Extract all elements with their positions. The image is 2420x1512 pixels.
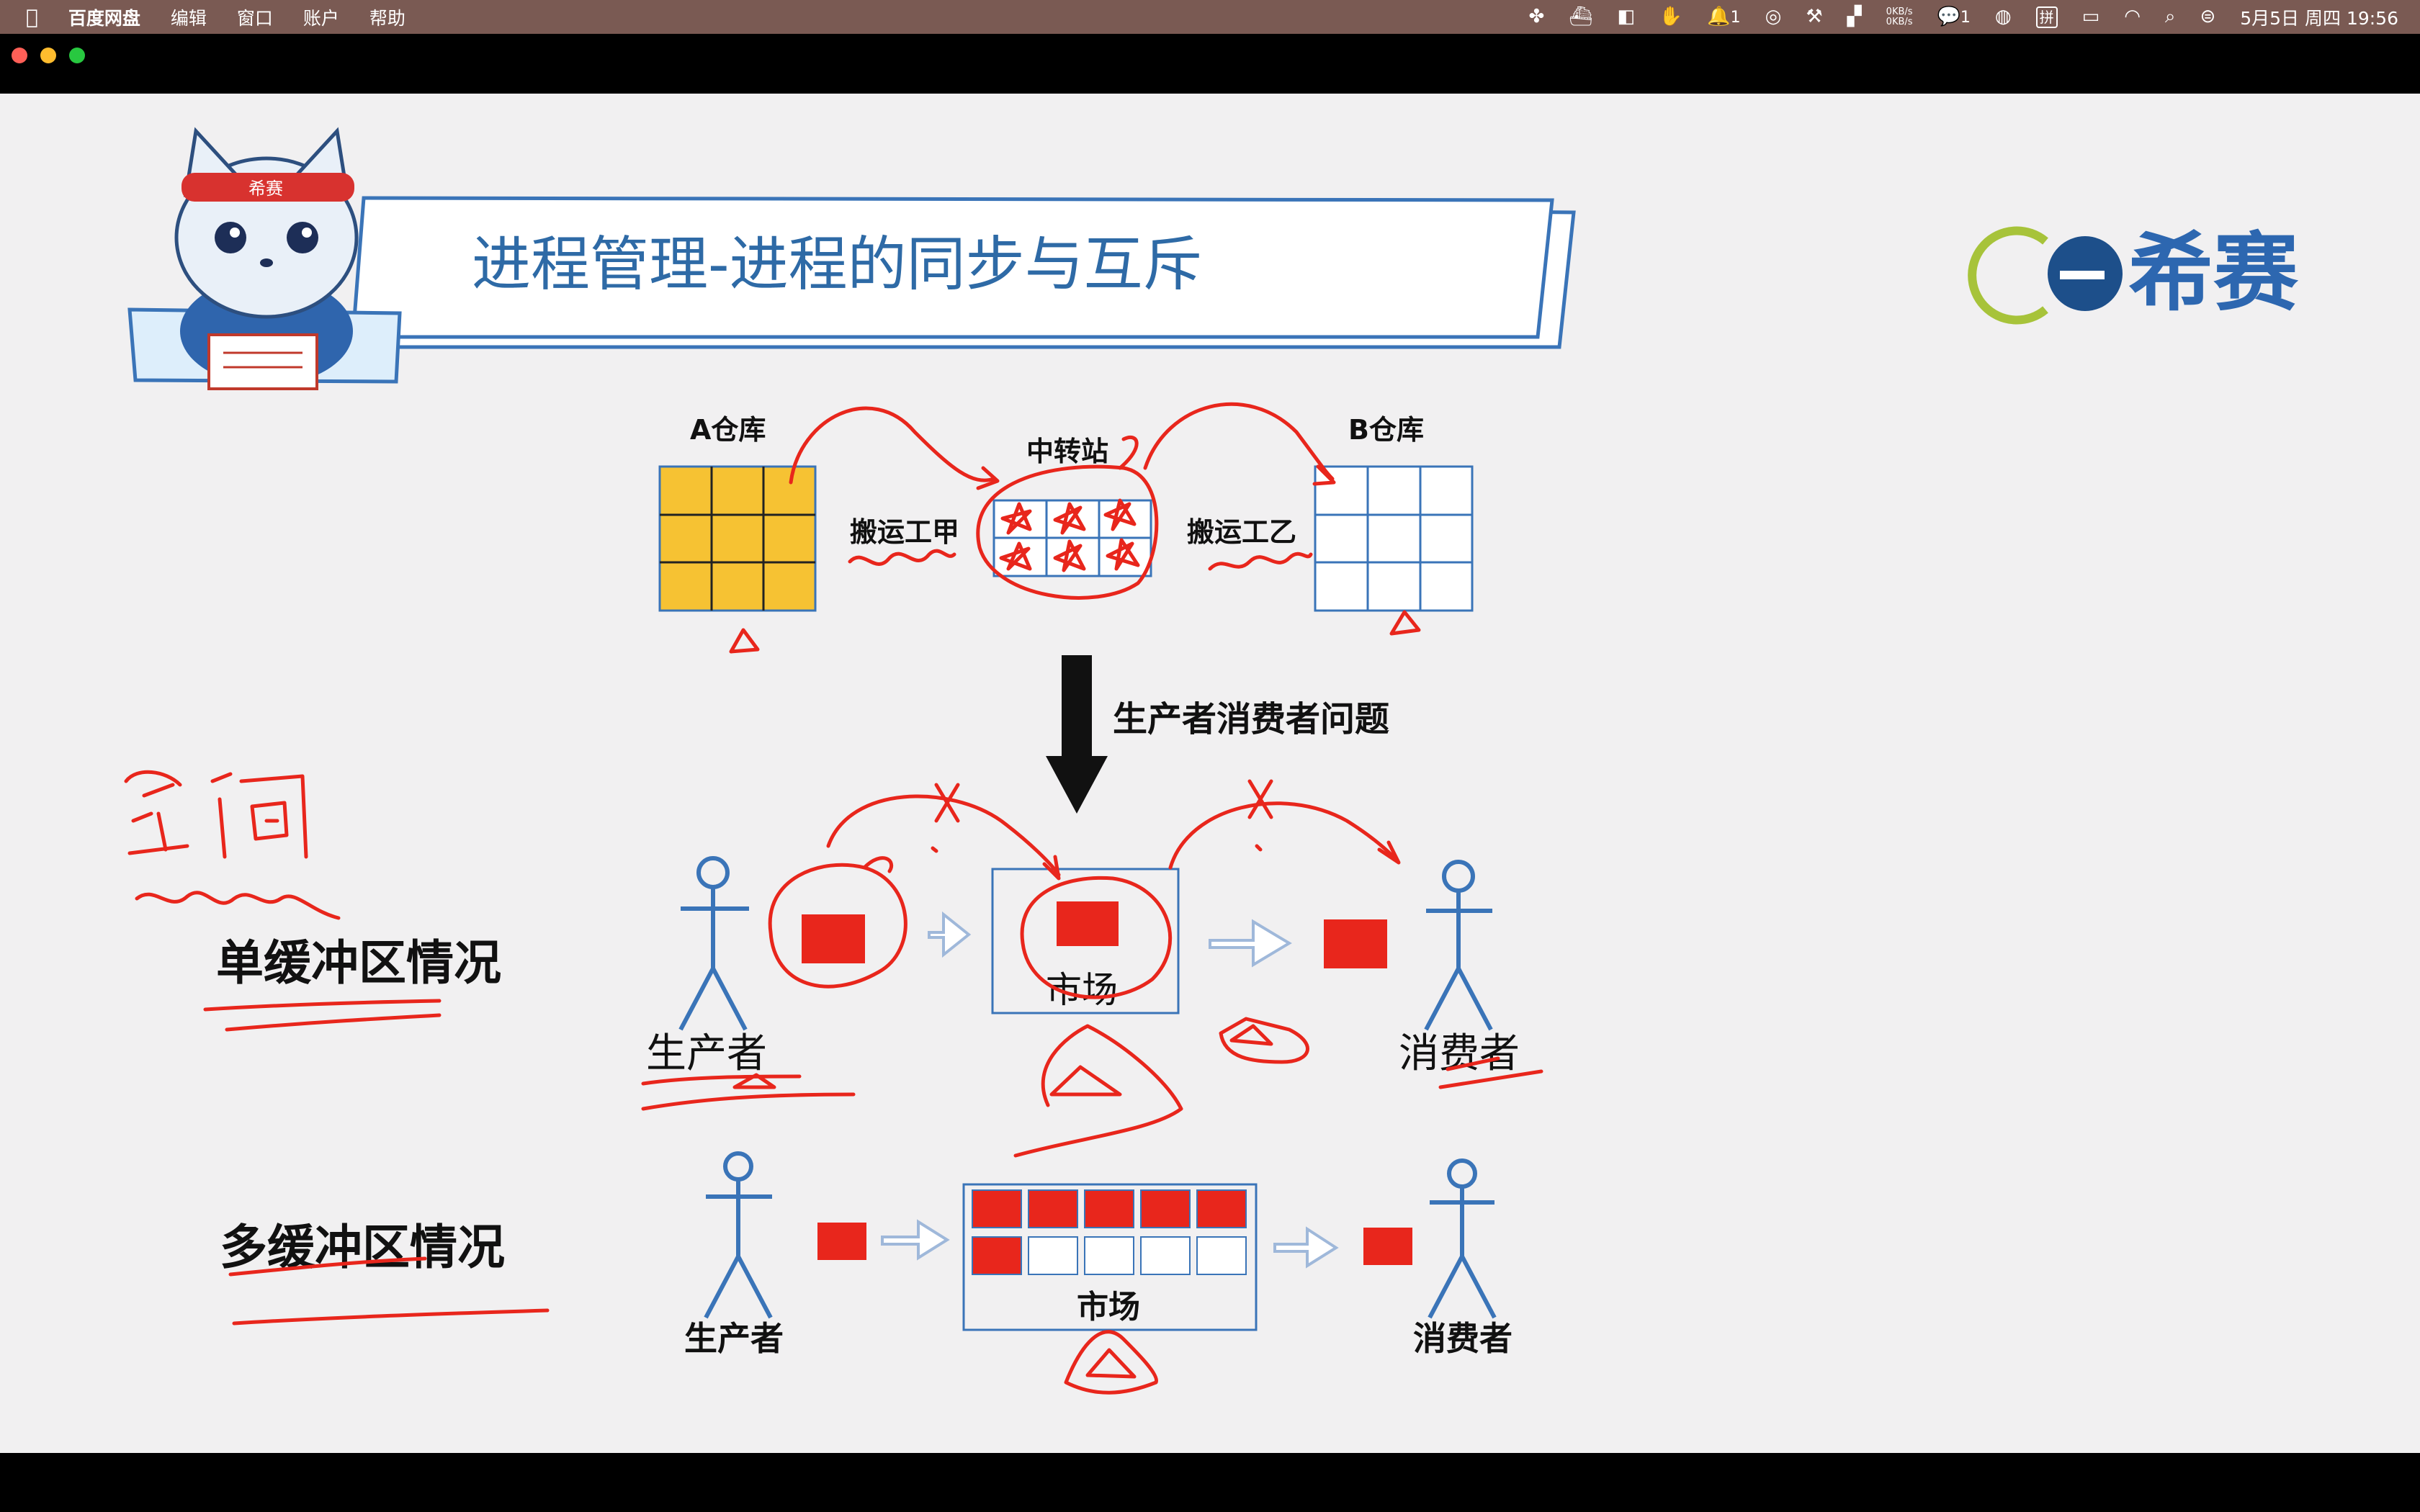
menu-help[interactable]: 帮助 <box>357 7 405 29</box>
input-method-icon[interactable]: 拼 <box>2035 6 2058 28</box>
down-arrow-icon <box>1046 655 1108 814</box>
slide-title: 进程管理-进程的同步与互斥 <box>472 230 1202 299</box>
close-button[interactable] <box>12 48 27 63</box>
hollow-arrow-icon <box>881 1219 950 1261</box>
hollow-arrow-icon <box>928 911 972 958</box>
menu-edit[interactable]: 编辑 <box>158 7 207 29</box>
minimize-button[interactable] <box>40 48 56 63</box>
consumer-figure-single <box>1424 860 1493 1031</box>
chat-bubble-icon[interactable]: 💬1 <box>1937 5 1971 27</box>
consumer-figure-multi <box>1428 1158 1497 1319</box>
market-label-multi: 市场 <box>1077 1289 1140 1326</box>
producer-figure-multi <box>704 1151 773 1319</box>
producer-label-single: 生产者 <box>646 1030 767 1077</box>
single-buffer-title: 单缓冲区情况 <box>216 935 501 991</box>
control-center-icon[interactable]: ⊜ <box>2200 6 2216 27</box>
producer-consumer-label: 生产者消费者问题 <box>1113 699 1389 739</box>
sidebar-icon[interactable]: ◧ <box>1617 6 1635 27</box>
menu-account[interactable]: 账户 <box>291 7 339 29</box>
hollow-arrow-icon <box>1209 919 1292 968</box>
slide-canvas: 进程管理-进程的同步与互斥 希赛 希赛 A仓 <box>124 127 2299 1395</box>
chat-count: 1 <box>1960 8 1971 27</box>
cluster-icon[interactable]: ✤ <box>1528 6 1545 27</box>
consumer-label-single: 消费者 <box>1399 1030 1520 1077</box>
warehouse-a-grid <box>658 465 817 612</box>
xisai-logo: 希赛 <box>1968 223 2299 325</box>
product-block <box>1324 919 1387 968</box>
market-box-multi <box>962 1183 1258 1331</box>
warehouse-b-label: B仓库 <box>1348 414 1424 446</box>
net-up: 0KB/s <box>1886 6 1913 17</box>
menu-app-name[interactable]: 百度网盘 <box>56 7 140 29</box>
window-titlebar <box>0 34 2420 94</box>
cloud-eye-icon[interactable]: ◎ <box>1765 6 1782 27</box>
battery-icon[interactable]: ▭ <box>2081 6 2100 27</box>
menu-window[interactable]: 窗口 <box>225 7 273 29</box>
product-block <box>817 1223 866 1260</box>
presentation-slide: 进程管理-进程的同步与互斥 希赛 希赛 A仓 <box>0 94 2420 1453</box>
multi-buffer-title: 多缓冲区情况 <box>220 1220 505 1275</box>
product-block <box>1363 1228 1412 1265</box>
clock[interactable]: 5月5日 周四 19:56 <box>2240 7 2398 29</box>
product-block <box>802 914 865 963</box>
window-bottom-bar <box>0 1453 2420 1512</box>
market-box-single <box>991 868 1180 1014</box>
hollow-arrow-icon <box>1273 1226 1339 1269</box>
porter-a-label: 搬运工甲 <box>850 516 959 548</box>
handwriting-annotations <box>124 402 1543 1395</box>
network-speed[interactable]: 0KB/s 0KB/s <box>1886 6 1913 27</box>
mascot-cat-illustration: 希赛 <box>127 127 402 390</box>
consumer-label-multi: 消费者 <box>1413 1319 1512 1358</box>
logo-text: 希赛 <box>2128 223 2299 323</box>
producer-figure-single <box>678 856 749 1031</box>
mascot-band-text: 希赛 <box>248 179 283 199</box>
transfer-station-label: 中转站 <box>1026 436 1108 467</box>
warehouse-b-grid <box>1314 465 1474 612</box>
apple-icon[interactable]:  <box>26 5 38 29</box>
title-banner: 进程管理-进程的同步与互斥 <box>351 196 1576 349</box>
paw-icon[interactable]: ✋ <box>1659 6 1683 27</box>
producer-label-multi: 生产者 <box>684 1319 784 1358</box>
wifi-icon[interactable]: ◠ <box>2124 6 2141 27</box>
wechat-icon[interactable]: ◍ <box>1994 6 2012 27</box>
menu-bar:  百度网盘 编辑 窗口 账户 帮助 ✤ ⛴ ◧ ✋ 🔔1 ◎ ⚒ ▞ 0KB/… <box>0 0 2420 34</box>
zoom-button[interactable] <box>69 48 85 63</box>
notification-count: 1 <box>1730 8 1741 27</box>
docker-icon[interactable]: ⛴ <box>1569 6 1593 27</box>
bell-icon[interactable]: 🔔1 <box>1707 5 1741 27</box>
porter-b-label: 搬运工乙 <box>1187 516 1296 548</box>
hammer-icon[interactable]: ⚒ <box>1806 6 1823 27</box>
net-down: 0KB/s <box>1886 16 1913 27</box>
search-icon[interactable]: ⌕ <box>2164 6 2176 27</box>
cat-icon[interactable]: ▞ <box>1847 6 1862 27</box>
warehouse-a-label: A仓库 <box>690 414 766 446</box>
